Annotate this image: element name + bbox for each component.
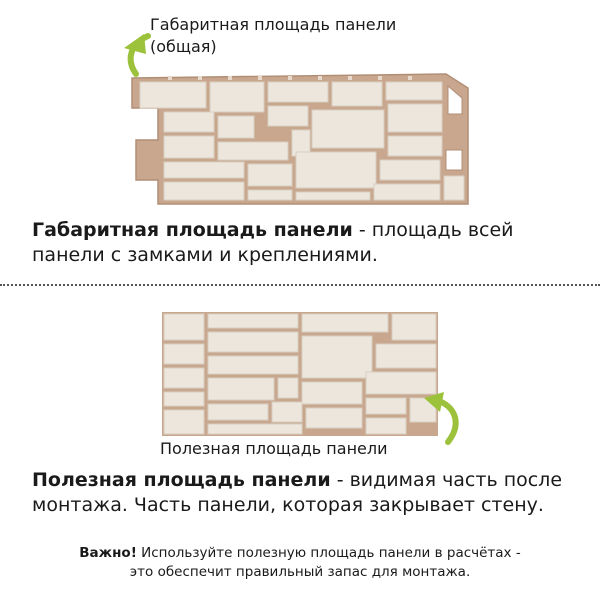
full-area-line1: Габаритная площадь панели - площадь всей bbox=[32, 218, 572, 243]
note-line1: Важно! Используйте полезную площадь пане… bbox=[0, 544, 600, 563]
note-line2: это обеспечит правильный запас для монта… bbox=[129, 564, 471, 580]
curved-arrow-icon bbox=[424, 392, 459, 445]
note-text-start: Используйте полезную площадь панели в ра… bbox=[136, 545, 521, 561]
bottom-caption: Полезная площадь панели bbox=[160, 439, 388, 458]
top-caption-line1: Габаритная площадь панели bbox=[150, 15, 397, 34]
full-panel-image bbox=[131, 73, 469, 205]
curved-arrow-icon bbox=[124, 33, 151, 77]
note-label: Важно! bbox=[79, 545, 137, 561]
useful-panel-image bbox=[162, 312, 438, 436]
useful-area-definition-start: - видимая часть после bbox=[330, 469, 563, 491]
full-area-line2: панели с замками и креплениями. bbox=[32, 244, 378, 266]
top-caption-line2: (общая) bbox=[150, 37, 217, 56]
full-area-description: Габаритная площадь панели - площадь всей… bbox=[32, 218, 572, 268]
useful-area-term: Полезная площадь панели bbox=[32, 469, 331, 491]
top-caption: Габаритная площадь панели (общая) bbox=[150, 14, 396, 58]
useful-area-line2: монтажа. Часть панели, которая закрывает… bbox=[32, 494, 544, 516]
dotted-divider bbox=[0, 284, 600, 286]
useful-area-line1: Полезная площадь панели - видимая часть … bbox=[32, 468, 582, 493]
important-note: Важно! Используйте полезную площадь пане… bbox=[0, 544, 600, 582]
useful-area-description: Полезная площадь панели - видимая часть … bbox=[32, 468, 582, 518]
full-area-definition-start: - площадь всей bbox=[352, 219, 514, 241]
full-area-term: Габаритная площадь панели bbox=[32, 219, 353, 241]
